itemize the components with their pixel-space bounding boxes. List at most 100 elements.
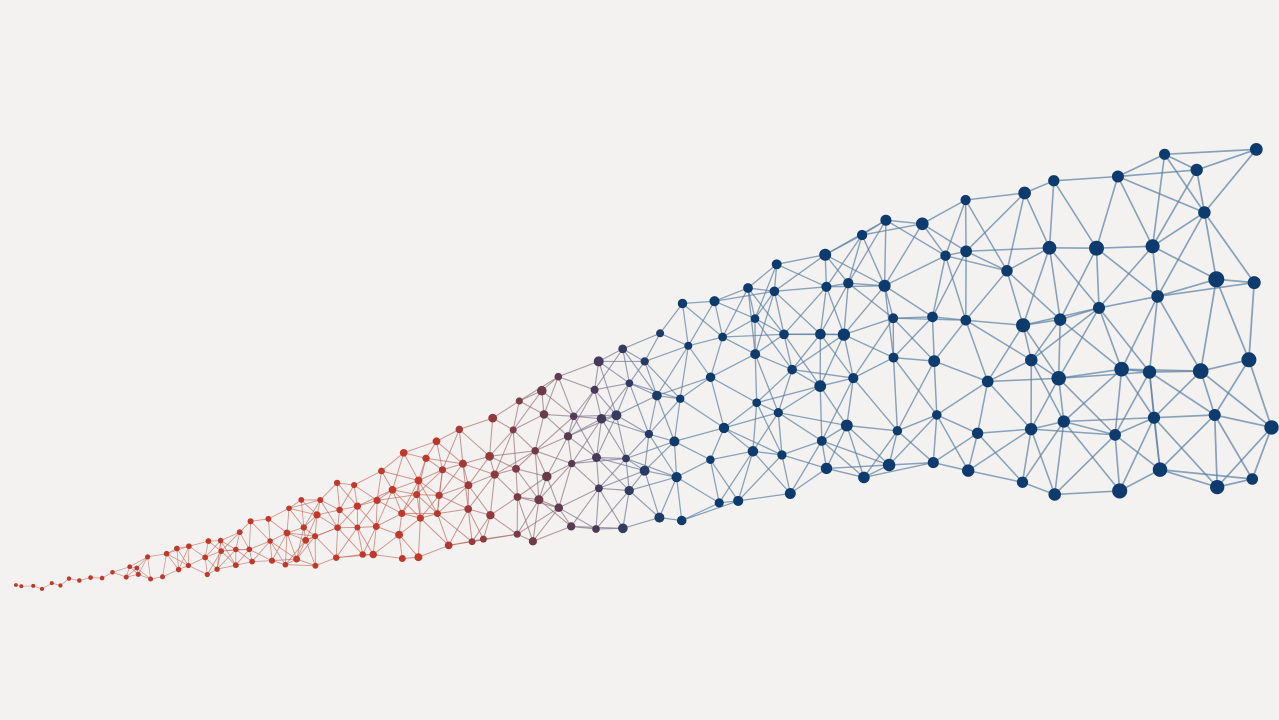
- network-node: [927, 311, 938, 323]
- network-edge: [776, 263, 827, 288]
- network-edge: [977, 428, 1032, 435]
- network-edge: [644, 470, 660, 518]
- network-edge: [489, 418, 494, 457]
- network-edge: [792, 368, 854, 379]
- network-edge: [401, 494, 418, 514]
- network-edge: [710, 450, 754, 461]
- network-edge: [1200, 358, 1250, 372]
- network-edge: [252, 560, 273, 563]
- network-edge: [723, 411, 779, 429]
- network-edge: [598, 488, 624, 529]
- network-edge: [843, 285, 886, 336]
- network-edge: [418, 480, 440, 496]
- network-edge: [968, 469, 1023, 484]
- network-node: [444, 541, 453, 550]
- network-edge: [847, 234, 863, 284]
- network-edge: [861, 234, 886, 287]
- network-node: [848, 373, 859, 384]
- network-edge: [176, 548, 189, 566]
- network-node: [677, 298, 688, 309]
- network-edge: [932, 414, 938, 463]
- network-edge: [216, 551, 222, 570]
- network-node: [490, 470, 499, 479]
- network-node: [733, 495, 744, 506]
- network-edge: [417, 518, 421, 558]
- network-edge: [819, 386, 823, 441]
- network-edge: [819, 333, 854, 379]
- network-edge: [357, 505, 377, 527]
- network-node: [31, 583, 36, 588]
- network-edge: [673, 441, 678, 478]
- network-edge: [1120, 296, 1159, 370]
- network-edge: [713, 301, 724, 338]
- network-edge: [1119, 468, 1161, 492]
- network-edge: [1063, 420, 1121, 492]
- network-node: [1016, 476, 1029, 488]
- network-node: [709, 296, 720, 307]
- network-edge: [921, 223, 947, 257]
- network-edge: [965, 319, 1024, 327]
- network-edge: [458, 429, 464, 464]
- network-edge: [416, 494, 440, 496]
- network-edge: [337, 527, 364, 555]
- network-edge: [616, 414, 650, 435]
- network-edge: [595, 418, 603, 458]
- network-edge: [722, 336, 756, 355]
- network-edge: [1156, 295, 1202, 372]
- network-node: [435, 491, 443, 500]
- network-edge: [681, 500, 739, 522]
- network-node: [915, 217, 929, 231]
- network-edge: [723, 427, 783, 456]
- network-edge: [883, 223, 923, 287]
- network-edge: [1203, 148, 1257, 214]
- network-node: [509, 426, 517, 434]
- network-edge: [852, 377, 898, 432]
- network-edge: [965, 192, 1026, 252]
- network-node: [414, 553, 423, 562]
- network-node: [819, 248, 832, 261]
- network-edge: [622, 348, 630, 384]
- network-edge: [773, 291, 785, 335]
- network-edge: [515, 450, 536, 470]
- network-edge: [596, 456, 627, 460]
- network-node: [283, 529, 291, 537]
- network-node: [232, 562, 239, 569]
- network-nodes: [13, 143, 1279, 591]
- network-node: [1111, 170, 1124, 183]
- network-node: [747, 446, 759, 457]
- network-edge: [285, 540, 307, 565]
- network-node: [596, 414, 607, 424]
- network-node: [880, 214, 892, 226]
- network-edge: [1216, 426, 1273, 488]
- network-node: [784, 488, 796, 499]
- network-edge: [852, 317, 894, 379]
- network-edge: [1157, 281, 1255, 298]
- network-node: [892, 426, 903, 436]
- network-node: [416, 514, 424, 522]
- network-edge: [819, 385, 848, 426]
- network-edge: [1203, 212, 1218, 280]
- network-edge: [573, 416, 597, 458]
- network-node: [433, 510, 441, 518]
- network-node: [512, 464, 520, 473]
- network-node: [127, 564, 133, 570]
- network-edge: [737, 454, 783, 502]
- network-edge: [1156, 212, 1206, 297]
- network-node: [837, 328, 851, 341]
- network-edge: [147, 556, 151, 580]
- network-edge: [644, 440, 675, 472]
- network-node: [750, 314, 760, 323]
- network-node: [971, 427, 984, 439]
- network-edge: [1098, 307, 1151, 373]
- network-edge: [774, 254, 826, 292]
- network-node: [684, 341, 693, 350]
- network-node: [814, 380, 827, 392]
- network-edge: [826, 467, 865, 479]
- network-edge: [1152, 211, 1205, 248]
- network-edge: [595, 490, 630, 530]
- network-edge: [932, 432, 979, 464]
- network-edge: [615, 382, 630, 416]
- network-edge: [754, 354, 758, 403]
- network-node: [787, 364, 797, 375]
- network-edge: [1030, 377, 1060, 430]
